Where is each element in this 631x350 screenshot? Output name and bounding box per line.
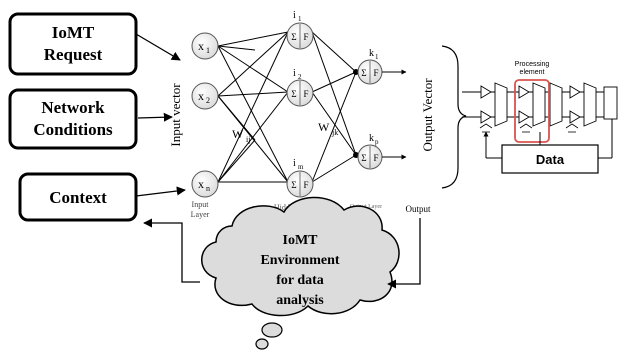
input-node: x n: [191, 170, 219, 198]
sum-symbol: Σ: [361, 153, 366, 163]
cloud-shape: [201, 196, 400, 317]
hidden-node-label: i: [293, 68, 296, 79]
activation-symbol: F: [303, 89, 308, 99]
network-conditions-arrow: [137, 112, 173, 122]
input-vector-label: Input vector: [168, 83, 183, 147]
output-to-cloud-arrow: [387, 218, 421, 289]
processing-element-highlight: [514, 79, 550, 143]
input-node-subscript: n: [206, 184, 210, 193]
request-arrow: [135, 33, 181, 61]
hidden-node: i 1 Σ F: [286, 10, 314, 50]
input-node: x 1: [191, 32, 219, 60]
input-node-label: x: [198, 39, 204, 53]
register-blocks: [494, 82, 597, 127]
hidden-node: i m Σ F: [286, 158, 314, 198]
weight-jk-label: W jk: [318, 120, 338, 137]
hidden-node-subscript: m: [298, 163, 304, 171]
hardware-pipeline: Processing element: [462, 61, 618, 174]
weight-ij-main: W: [232, 127, 244, 141]
output-vector-label: Output Vector: [420, 78, 435, 152]
hidden-node-label: i: [293, 10, 296, 21]
hidden-node-subscript: 2: [298, 73, 302, 81]
cloud-to-context-arrow: [143, 218, 200, 283]
input-box-frame: [8, 12, 138, 76]
output-junction-dot: [353, 152, 359, 158]
output-label: Output: [405, 204, 431, 214]
activation-symbol: F: [303, 32, 308, 42]
weight-jk-sub: jk: [331, 128, 338, 137]
output-node-subscript: p: [375, 138, 379, 146]
thought-bubble: [255, 338, 269, 350]
connections-input-hidden: [217, 31, 289, 183]
weight-ij-sub: ij: [246, 135, 250, 144]
thought-bubble: [261, 322, 283, 338]
data-box-label: Data: [536, 152, 565, 167]
neural-network: Input vector: [168, 10, 435, 219]
input-box-frame: [8, 88, 138, 150]
input-box-label-line2: Request: [44, 45, 103, 64]
input-node-label: x: [198, 89, 204, 103]
curly-brace: [441, 45, 467, 189]
output-node: k 1 Σ F: [357, 48, 383, 85]
cloud-label-line2: Environment: [260, 253, 339, 268]
input-box-context: Context: [18, 172, 138, 222]
input-node-label: x: [198, 177, 204, 191]
weight-ij-label: W ij: [232, 127, 250, 144]
output-node-label: k: [369, 48, 374, 59]
cloud-label-line1: IoMT: [283, 233, 319, 248]
input-node-subscript: 1: [206, 46, 210, 55]
output-junction-dot: [353, 69, 359, 75]
activation-symbol: F: [373, 153, 378, 163]
data-box: [501, 144, 599, 174]
buffer-triangles: [480, 85, 581, 124]
input-box-iomt-request: IoMT Request: [8, 12, 138, 76]
input-node-subscript: 2: [206, 96, 210, 105]
input-box-label-line1: Network: [41, 98, 105, 117]
input-box-network-conditions: Network Conditions: [8, 88, 138, 150]
processing-element-label: Processing: [515, 61, 550, 68]
hidden-node: i 2 Σ F: [286, 68, 314, 107]
input-layer-label-line2: Layer: [191, 210, 210, 219]
activation-symbol: F: [303, 180, 308, 190]
sum-symbol: Σ: [291, 89, 296, 99]
input-layer-label: Input: [192, 200, 210, 209]
iomt-environment-cloud: IoMT Environment for data analysis: [201, 196, 400, 350]
input-box-frame: [18, 172, 138, 222]
output-node-subscript: 1: [375, 53, 379, 61]
cloud-label-line4: analysis: [276, 293, 324, 308]
context-arrow: [135, 186, 186, 197]
connections-hidden-output: [311, 31, 357, 183]
input-box-label-line1: Context: [49, 188, 107, 207]
input-node: x 2: [191, 82, 219, 110]
hidden-node-subscript: 1: [298, 15, 302, 23]
input-box-label-line2: Conditions: [33, 120, 113, 139]
processing-element-label-line2: element: [520, 69, 545, 76]
cloud-label-line3: for data: [276, 273, 324, 288]
activation-symbol: F: [373, 68, 378, 78]
sum-symbol: Σ: [291, 180, 296, 190]
sum-symbol: Σ: [361, 68, 366, 78]
weight-jk-main: W: [318, 120, 330, 134]
output-node-label: k: [369, 133, 374, 144]
input-box-label-line1: IoMT: [52, 23, 95, 42]
output-node: k p Σ F: [357, 133, 383, 170]
hidden-node-label: i: [293, 158, 296, 169]
pipeline-output-box: [603, 86, 618, 120]
sum-symbol: Σ: [291, 32, 296, 42]
